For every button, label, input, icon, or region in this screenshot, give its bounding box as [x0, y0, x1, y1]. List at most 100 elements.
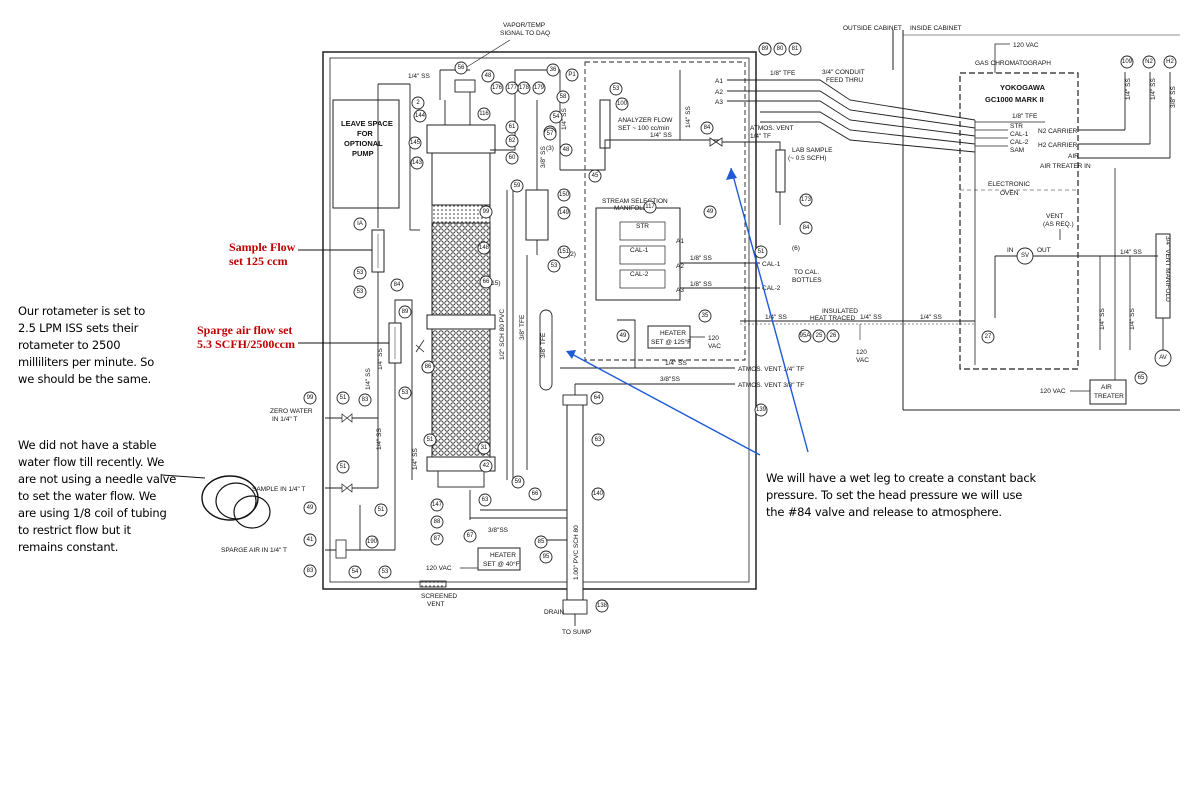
stream-selection-manifold	[595, 207, 681, 301]
rotameter-note: Our rotameter is set to 2.5 LPM ISS sets…	[18, 303, 198, 388]
air-label: AIR	[1068, 153, 1079, 160]
callout-bubble	[609, 82, 623, 96]
svg-text:1/8" SS: 1/8" SS	[690, 281, 712, 288]
callout-bubble	[430, 532, 444, 546]
callout-bubble	[591, 433, 605, 447]
svg-text:1/4" SS: 1/4" SS	[1125, 78, 1132, 100]
callout-bubble	[303, 501, 317, 515]
callout-bubble	[505, 151, 519, 165]
callout-number: 59	[514, 183, 521, 189]
a3-label: A3	[715, 99, 723, 106]
callout-number: 99	[307, 395, 314, 401]
callout-bubble	[303, 391, 317, 405]
as-req-label: (AS REQ.)	[1043, 221, 1074, 228]
ssm-cal1-label: CAL-1	[630, 247, 649, 254]
a-line-bundle	[727, 79, 976, 153]
callout-bubble	[700, 121, 714, 135]
tfe-38-label: 3/8" TFE	[519, 314, 526, 340]
callout-number: 56	[458, 65, 465, 71]
svg-text:1/4" SS: 1/4" SS	[765, 314, 787, 321]
callout-bubble	[421, 360, 435, 374]
svg-text:1/4" SS: 1/4" SS	[920, 314, 942, 321]
callout-bubble	[398, 305, 412, 319]
callout-number: 85	[538, 539, 545, 545]
packed-column-lower	[431, 328, 491, 458]
callout-number: 95A	[800, 333, 811, 339]
air-treater-in-label: AIR TREATER IN	[1040, 163, 1091, 170]
callout-number: 25	[816, 333, 823, 339]
analyzer-flow-label-2: SET ~ 100 cc/min	[618, 125, 670, 132]
callout-number: 66	[483, 279, 490, 285]
callout-bubble	[557, 206, 571, 220]
callout-number: 150	[559, 192, 570, 198]
callout-number: 148	[479, 245, 490, 251]
ssm-a1-label: A1	[676, 238, 684, 245]
svg-text:1/4" SS: 1/4" SS	[412, 448, 419, 470]
atmos-vent-top-label-1: ATMOS. VENT	[750, 125, 794, 132]
screened-vent	[419, 580, 447, 588]
callout-number: 149	[559, 210, 570, 216]
vac-120-air-label: 120 VAC	[1040, 388, 1066, 395]
callout-number: 138	[597, 603, 608, 609]
callout-number: 63	[595, 437, 602, 443]
water-flow-note-line-3: are not using a needle valve	[18, 472, 177, 486]
callout-bubble	[477, 241, 491, 255]
callout-bubble	[754, 403, 768, 417]
n2-carrier-label: N2 CARRIER	[1038, 128, 1078, 135]
callout-number: H2	[1166, 59, 1174, 65]
gc-model-label: GC1000 MARK II	[985, 95, 1044, 104]
ss18-label: 1/8" SS	[690, 255, 712, 262]
callout-number: 67	[467, 533, 474, 539]
water-flow-note-line-4: to set the water flow. We	[18, 489, 157, 503]
vac-120-top-label: 120 VAC	[1013, 42, 1039, 49]
callout-number: 84	[803, 225, 810, 231]
av-label: AV	[1159, 355, 1167, 361]
callout-number: 51	[340, 464, 347, 470]
leave-space-label-1: LEAVE SPACE	[341, 119, 393, 128]
callout-number: 176	[492, 85, 503, 91]
vac-120-heater-label-2: VAC	[708, 343, 721, 350]
heater-125-label-2: SET @ 125°F	[651, 338, 691, 346]
vapor-temp-label-2: SIGNAL TO DAQ	[500, 30, 550, 37]
callout-number: 83	[362, 397, 369, 403]
callout-number: 26	[830, 333, 837, 339]
svg-text:1/4" SS: 1/4" SS	[1120, 249, 1142, 256]
callout-bubble	[543, 127, 557, 141]
callout-number: 57	[547, 131, 554, 137]
callout-bubble	[505, 120, 519, 134]
callout-number: 49	[620, 333, 627, 339]
callout-number: 178	[519, 85, 530, 91]
svg-text:1/4" SS: 1/4" SS	[1129, 308, 1136, 330]
callout-bubble	[303, 533, 317, 547]
callout-number: 84	[394, 282, 401, 288]
sample-in-label: SAMPLE IN 1/4" T	[252, 486, 306, 493]
wet-leg-arrow-1	[730, 167, 809, 453]
leave-space-label-4: PUMP	[352, 149, 374, 158]
ss38-ss-label: 3/8"SS	[660, 376, 681, 383]
leave-space-label-3: OPTIONAL	[344, 139, 383, 148]
analyzer-panel	[584, 61, 746, 361]
heater-125-label-1: HEATER	[660, 330, 686, 337]
callout-number: 86	[425, 364, 432, 370]
air-treater-box	[1089, 379, 1127, 405]
callout-number: 117	[645, 204, 655, 210]
callout-number: 64	[594, 395, 601, 401]
callout-number: 151	[559, 249, 570, 255]
stream-selection-label-2: MANIFOLD	[614, 205, 648, 212]
callout-bubble	[549, 110, 563, 124]
callout-number: 109	[1122, 59, 1133, 65]
leave-space-box	[332, 99, 400, 209]
callout-bubble	[505, 134, 519, 148]
ssm-a2-label: A2	[676, 263, 684, 270]
gc-enclosure	[959, 72, 1079, 370]
callout-bubble	[490, 81, 504, 95]
pvc-1in-label: 1.00" PVC SCH 80	[573, 525, 580, 580]
callout-bubble	[643, 200, 657, 214]
callout-bubble	[454, 61, 468, 75]
callout-bubble	[1142, 55, 1156, 69]
callout-bubble	[517, 81, 531, 95]
callout-number: 89	[762, 46, 769, 52]
callout-number: 48	[485, 73, 492, 79]
callout-bubble	[430, 498, 444, 512]
